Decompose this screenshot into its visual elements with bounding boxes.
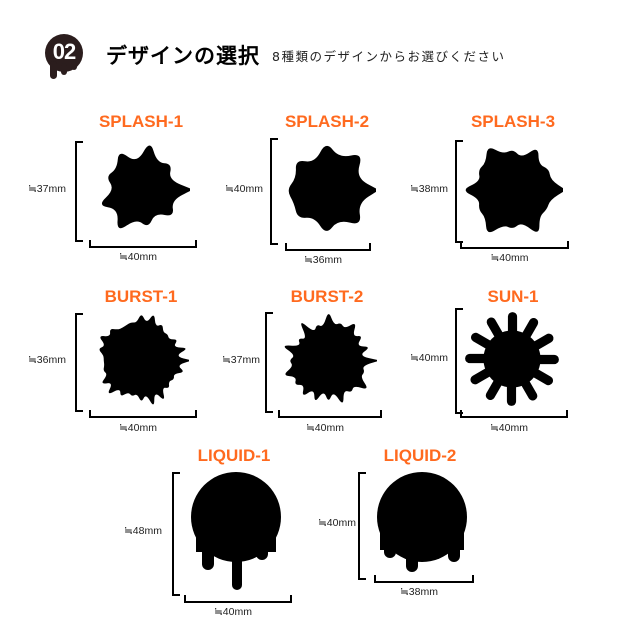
burst2-shape-icon	[284, 314, 377, 403]
width-label: ≒40mm	[306, 422, 344, 434]
height-bracket	[270, 138, 278, 245]
burst-shape-icon	[99, 315, 189, 405]
height-bracket	[455, 140, 463, 243]
width-bracket	[184, 595, 292, 603]
width-label: ≒40mm	[119, 251, 157, 263]
section-title: デザインの選択	[106, 44, 260, 68]
height-label: ≒40mm	[225, 182, 263, 195]
sun-shape-icon	[465, 312, 559, 406]
design-name: SPLASH-2	[284, 112, 370, 131]
design-name: BURST-2	[290, 287, 364, 306]
height-label: ≒37mm	[28, 182, 66, 195]
liquid-shape-icon	[191, 472, 281, 590]
height-label: ≒38mm	[410, 182, 448, 195]
height-bracket	[358, 472, 366, 580]
design-name: LIQUID-1	[197, 446, 271, 465]
height-bracket	[455, 308, 463, 414]
width-bracket	[374, 575, 474, 583]
drip-badge-icon	[45, 34, 83, 79]
width-label: ≒36mm	[304, 254, 342, 266]
height-label: ≒36mm	[28, 353, 66, 366]
liquid2-shape-icon	[377, 472, 467, 572]
width-label: ≒40mm	[119, 422, 157, 434]
height-bracket	[172, 472, 180, 596]
splash2-shape-icon	[288, 145, 376, 231]
height-label: ≒40mm	[410, 352, 448, 364]
width-bracket	[285, 243, 371, 251]
width-label: ≒40mm	[214, 606, 252, 618]
height-label: ≒37mm	[222, 353, 260, 366]
width-bracket	[89, 410, 197, 418]
height-bracket	[75, 313, 83, 412]
height-bracket	[265, 312, 273, 413]
width-label: ≒40mm	[490, 252, 529, 264]
height-label: ≒40mm	[318, 517, 356, 529]
width-label: ≒38mm	[400, 586, 438, 598]
width-bracket	[460, 241, 569, 249]
splash-shape-icon	[101, 145, 190, 229]
section-subtitle: 8種類のデザインからお選びください	[272, 49, 506, 64]
design-name: LIQUID-2	[383, 446, 457, 465]
height-label: ≒48mm	[124, 525, 162, 537]
width-label: ≒40mm	[490, 422, 528, 434]
step-badge: 02	[40, 33, 88, 81]
design-name: BURST-1	[104, 287, 178, 306]
width-bracket	[89, 240, 197, 248]
design-name: SUN-1	[487, 287, 539, 306]
width-bracket	[278, 410, 382, 418]
width-bracket	[460, 410, 568, 418]
design-name: SPLASH-1	[98, 112, 184, 131]
step-number: 02	[52, 39, 76, 64]
design-name: SPLASH-3	[470, 112, 556, 131]
splash3-shape-icon	[465, 147, 563, 232]
height-bracket	[75, 141, 83, 242]
